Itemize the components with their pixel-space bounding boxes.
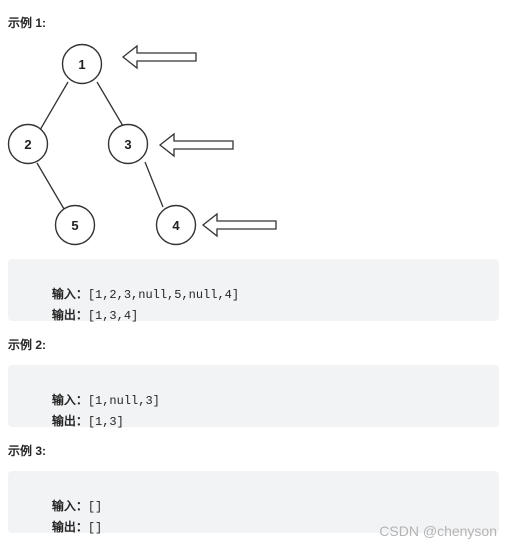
input-value: [1,null,3] bbox=[87, 394, 160, 408]
arrow-left-icon bbox=[158, 132, 234, 158]
csdn-watermark: CSDN @chenyson bbox=[379, 523, 497, 539]
output-value: [1,3,4] bbox=[87, 309, 139, 323]
input-label: 输入： bbox=[51, 394, 88, 408]
edge-1-3 bbox=[96, 81, 124, 127]
output-value: [1,3] bbox=[87, 415, 124, 429]
tree-node-3: 3 bbox=[107, 123, 149, 165]
edge-2-5 bbox=[36, 162, 65, 210]
tree-node-5-label: 5 bbox=[71, 218, 78, 233]
arrow-left-icon bbox=[121, 44, 197, 70]
arrow-left-icon bbox=[201, 212, 277, 238]
tree-node-5: 5 bbox=[54, 204, 96, 246]
output-value: [] bbox=[87, 521, 103, 535]
example-3-output-line: 输出：[] bbox=[23, 504, 102, 549]
example-2-output-line: 输出：[1,3] bbox=[23, 398, 124, 443]
example-2-code-block: 输入：[1,null,3] 输出：[1,3] bbox=[8, 365, 499, 429]
edge-3-4 bbox=[144, 161, 164, 208]
output-label: 输出： bbox=[51, 521, 88, 535]
example-1-code-block: 输入：[1,2,3,null,5,null,4] 输出：[1,3,4] bbox=[8, 259, 499, 323]
tree-node-2: 2 bbox=[7, 123, 49, 165]
input-label: 输入： bbox=[51, 500, 88, 514]
binary-tree-diagram: 1 2 3 5 4 bbox=[7, 43, 277, 246]
output-label: 输出： bbox=[51, 415, 88, 429]
example-1-input-line: 输入：[1,2,3,null,5,null,4] bbox=[23, 271, 239, 316]
example-3-input-line: 输入：[] bbox=[23, 483, 102, 528]
example-1-output-line: 输出：[1,3,4] bbox=[23, 292, 138, 337]
input-value: [1,2,3,null,5,null,4] bbox=[87, 288, 240, 302]
edge-1-2 bbox=[39, 81, 69, 131]
example-1-heading: 示例 1: bbox=[8, 16, 47, 30]
example-3-heading: 示例 3: bbox=[8, 444, 47, 458]
example-3-code-block: 输入：[] 输出：[] bbox=[8, 471, 499, 535]
tree-node-3-label: 3 bbox=[124, 137, 131, 152]
tree-node-4-label: 4 bbox=[172, 218, 180, 233]
example-2-heading: 示例 2: bbox=[8, 338, 47, 352]
tree-node-1-label: 1 bbox=[78, 57, 85, 72]
tree-node-1: 1 bbox=[61, 43, 103, 85]
input-value: [] bbox=[87, 500, 103, 514]
example-2-input-line: 输入：[1,null,3] bbox=[23, 377, 160, 422]
tree-node-2-label: 2 bbox=[24, 137, 31, 152]
output-label: 输出： bbox=[51, 309, 88, 323]
input-label: 输入： bbox=[51, 288, 88, 302]
tree-node-4: 4 bbox=[155, 204, 197, 246]
